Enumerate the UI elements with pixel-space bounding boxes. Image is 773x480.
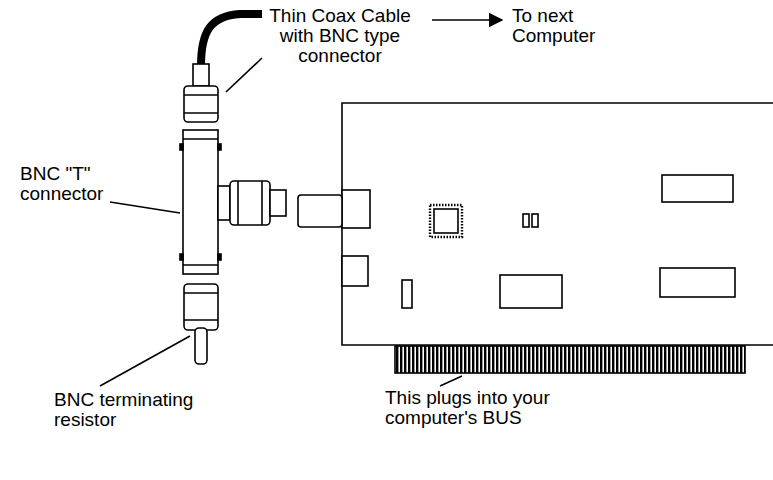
terminator-ring <box>184 319 218 321</box>
callout-label: BNC terminating resistor <box>54 390 224 430</box>
card-bnc-jack <box>298 195 342 227</box>
cable-neck <box>193 64 209 86</box>
leader-line <box>440 376 462 386</box>
leader-line <box>226 58 262 92</box>
t-arm-nut <box>230 181 270 225</box>
connector-ring <box>184 94 218 96</box>
direction-arrow <box>432 19 502 21</box>
component <box>662 175 733 202</box>
connector-ring <box>184 112 218 114</box>
t-connector-notch <box>180 254 183 260</box>
callout-label: To next Computer <box>512 6 612 46</box>
t-arm-tip <box>270 190 286 216</box>
component <box>532 214 538 227</box>
terminator-ring <box>184 292 218 294</box>
chip <box>430 205 462 237</box>
coax-cable <box>201 14 262 66</box>
callout-label: This plugs into your computer's BUS <box>385 388 563 428</box>
callout-label: BNC "T" connector <box>20 164 130 204</box>
cable-bnc-connector <box>184 86 218 122</box>
t-connector-body <box>183 130 218 274</box>
leader-line <box>110 202 180 213</box>
leader-line <box>100 336 190 386</box>
t-connector-notch <box>218 144 221 150</box>
t-arm-ring <box>261 181 263 225</box>
card-port <box>342 256 368 286</box>
terminator-rod <box>195 328 207 364</box>
callout-label: Thin Coax Cable with BNC type connector <box>260 6 420 66</box>
card-bnc-jack-base <box>342 190 370 228</box>
t-connector-ring <box>183 264 218 266</box>
terminator-body <box>184 284 218 330</box>
chip-core <box>434 209 458 233</box>
card-board <box>342 103 773 345</box>
t-arm-ring <box>237 181 239 225</box>
bus-edge-connector <box>395 346 745 373</box>
t-connector-ring <box>183 138 218 140</box>
component <box>500 275 562 308</box>
t-arm-collar <box>218 186 230 220</box>
t-connector-notch <box>218 254 221 260</box>
component <box>402 280 412 308</box>
component <box>523 214 529 227</box>
component <box>660 268 735 297</box>
t-connector-notch <box>180 144 183 150</box>
